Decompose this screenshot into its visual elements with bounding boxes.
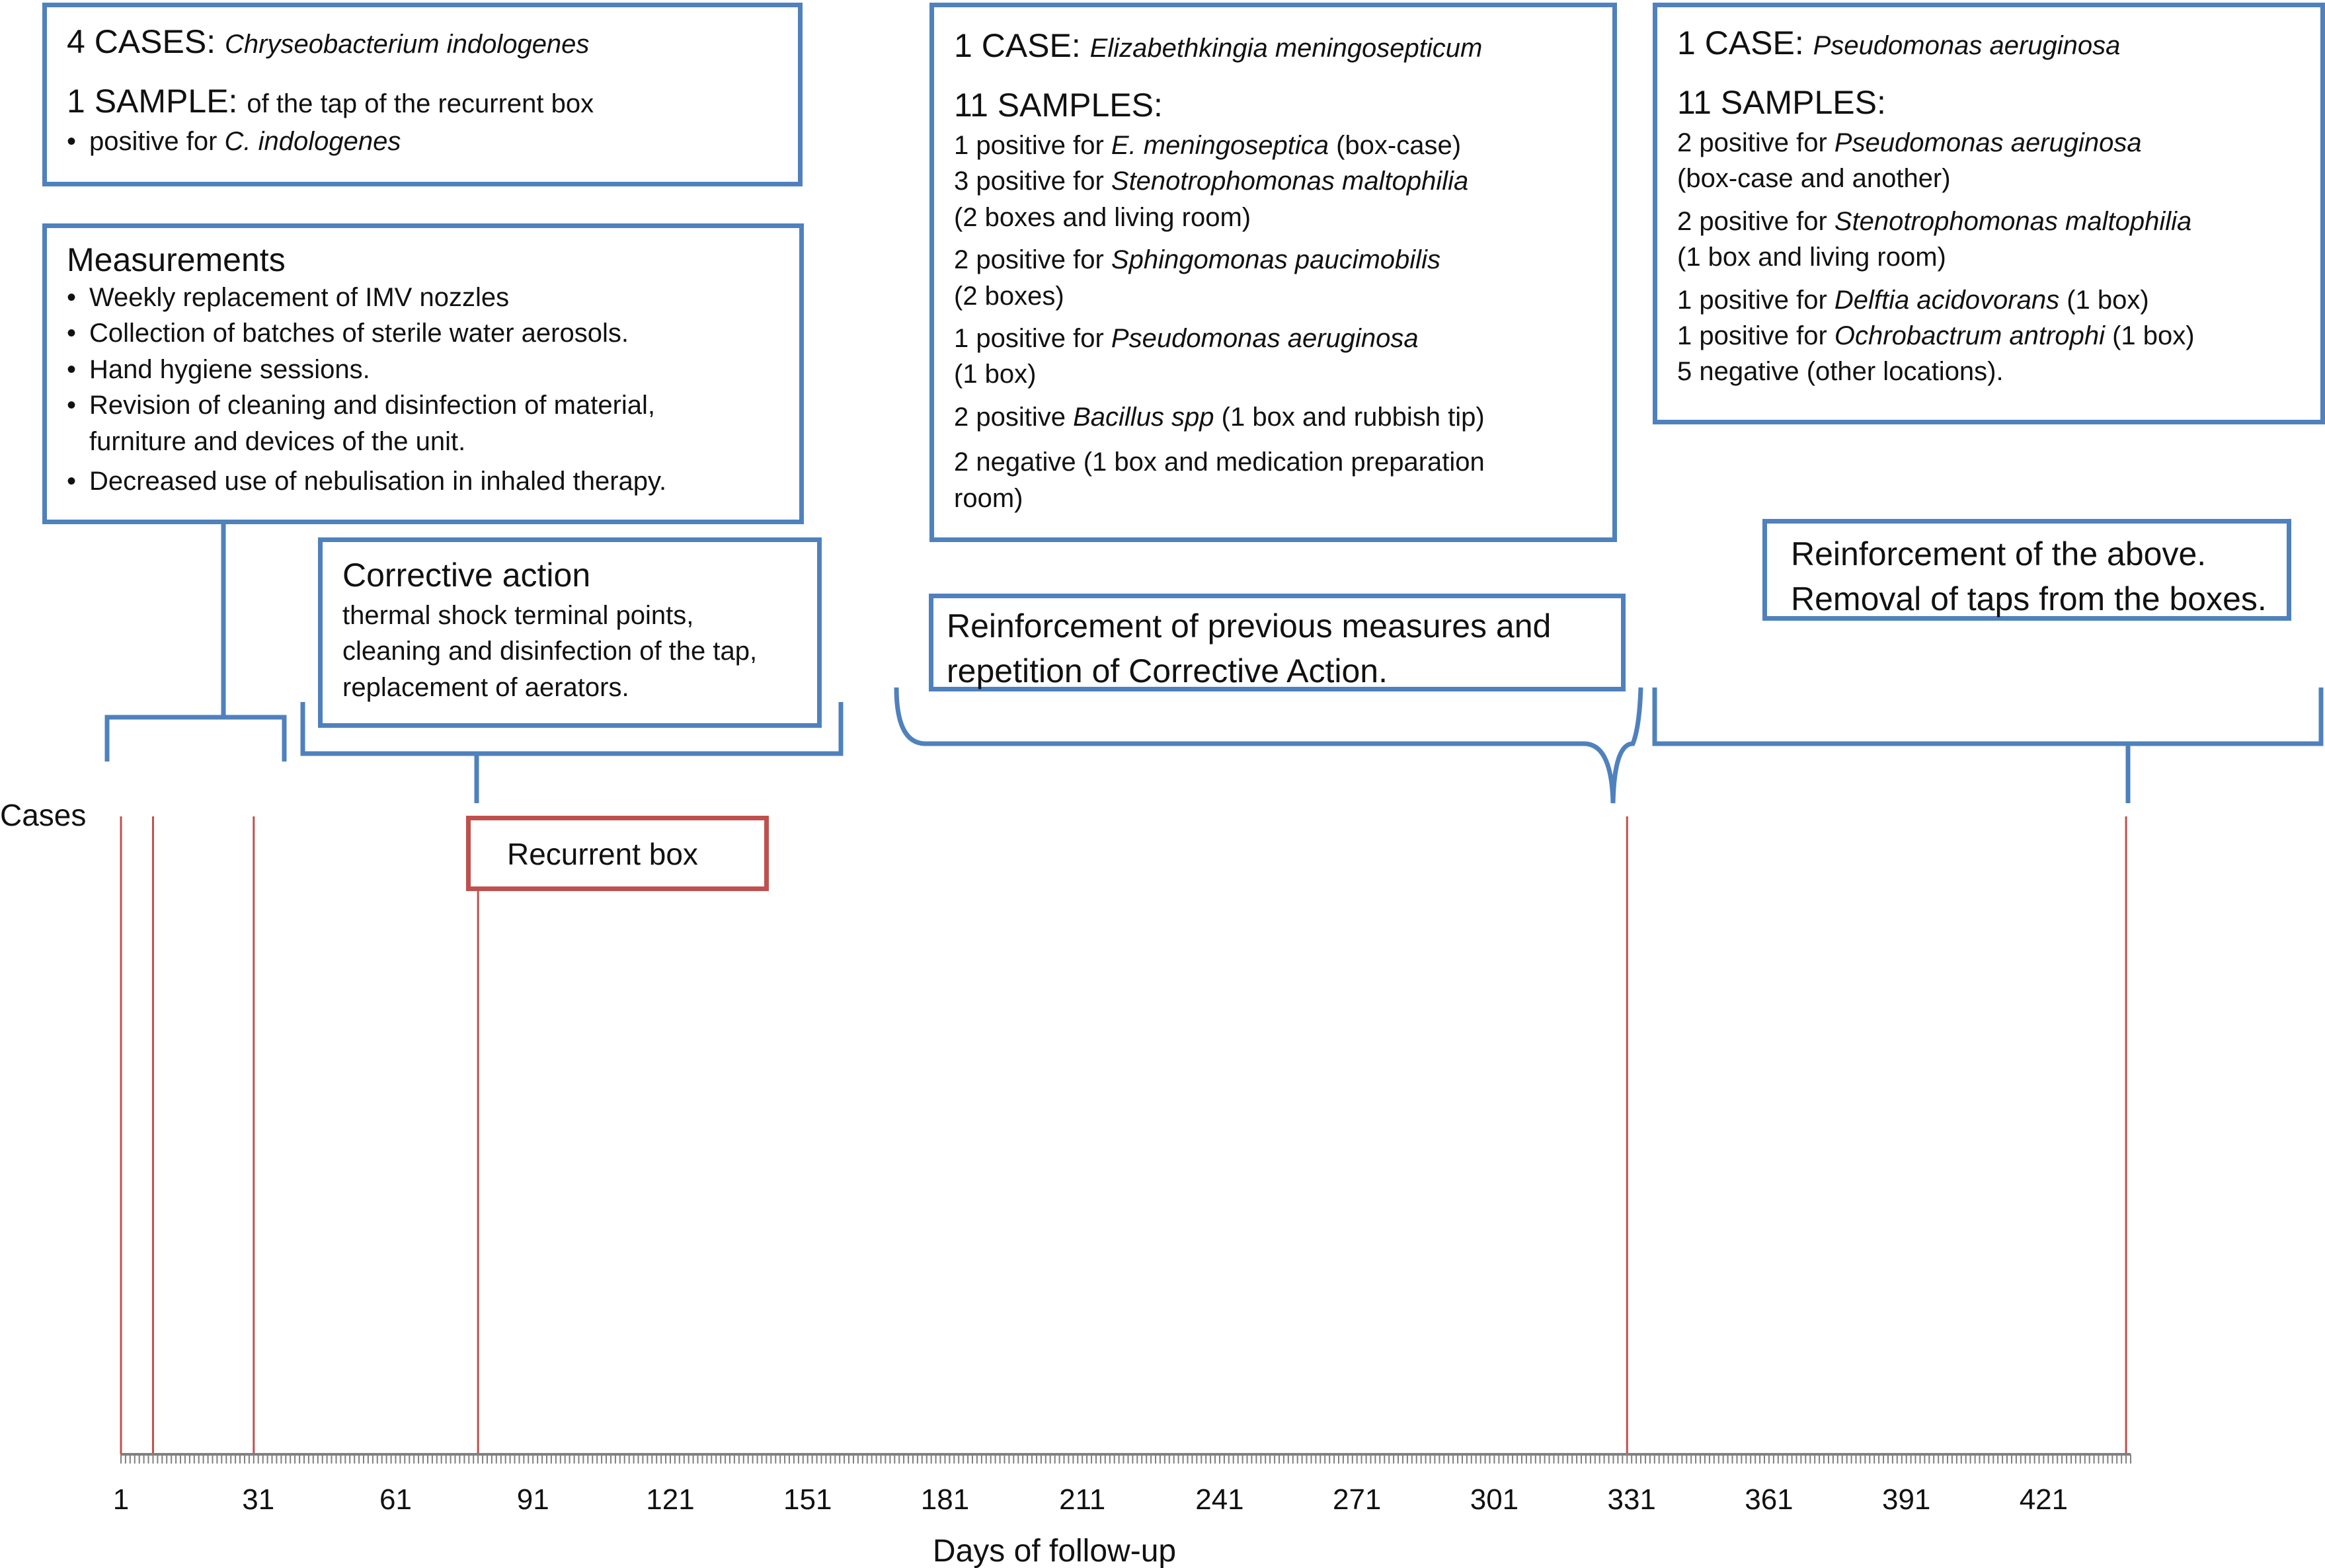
x-tick-label: 391 xyxy=(1882,1483,1930,1516)
box-corrective-action: Corrective action thermal shock terminal… xyxy=(318,537,822,728)
box-recurrent: Recurrent box xyxy=(466,816,769,891)
case-lines xyxy=(120,816,2127,1454)
box-elizabethkingia: 1 CASE: Elizabethkingia meningosepticum … xyxy=(929,3,1617,542)
x-axis: 1 31 61 91 121 151 181 211 241 271 301 331 361 391 421 xyxy=(113,1453,2131,1516)
box-reinforcement-above: Reinforcement of the above. Removal of t… xyxy=(1762,519,2291,621)
measurements-title: Measurements xyxy=(67,241,286,278)
y-axis-label: Cases xyxy=(0,798,86,832)
x-tick-label: 301 xyxy=(1470,1483,1518,1516)
x-axis-label: Days of follow-up xyxy=(933,1534,1176,1568)
x-tick-label: 1 xyxy=(113,1483,129,1516)
bracket-corrective xyxy=(300,702,844,756)
x-tick-label: 361 xyxy=(1745,1483,1793,1516)
x-tick-label: 211 xyxy=(1059,1483,1105,1516)
brackets xyxy=(104,519,2324,804)
box-pseudomonas: 1 CASE: Pseudomonas aeruginosa 11 SAMPLE… xyxy=(1653,3,2325,424)
x-tick-label: 241 xyxy=(1195,1483,1243,1516)
bracket-reinforce1 xyxy=(894,687,1643,804)
x-tick-label: 91 xyxy=(517,1483,549,1516)
bracket-reinforce2 xyxy=(1652,687,2324,746)
x-axis-minor-ticks xyxy=(120,1454,2131,1464)
x-tick-label: 61 xyxy=(379,1483,412,1516)
x-tick-label: 31 xyxy=(242,1483,274,1516)
box-reinforcement-previous: Reinforcement of previous measures and r… xyxy=(929,594,1626,691)
x-tick-label: 331 xyxy=(1607,1483,1655,1516)
box-measurements: Measurements Weekly replacement of IMV n… xyxy=(42,223,804,524)
x-tick-label: 181 xyxy=(921,1483,969,1516)
x-tick-label: 421 xyxy=(2020,1483,2068,1516)
x-tick-label: 121 xyxy=(646,1483,694,1516)
bracket-measurements xyxy=(104,715,287,762)
x-tick-label: 151 xyxy=(783,1483,832,1516)
box-chryseobacterium: 4 CASES: Chryseobacterium indologenes 1 … xyxy=(42,3,803,186)
x-tick-label: 271 xyxy=(1333,1483,1381,1516)
